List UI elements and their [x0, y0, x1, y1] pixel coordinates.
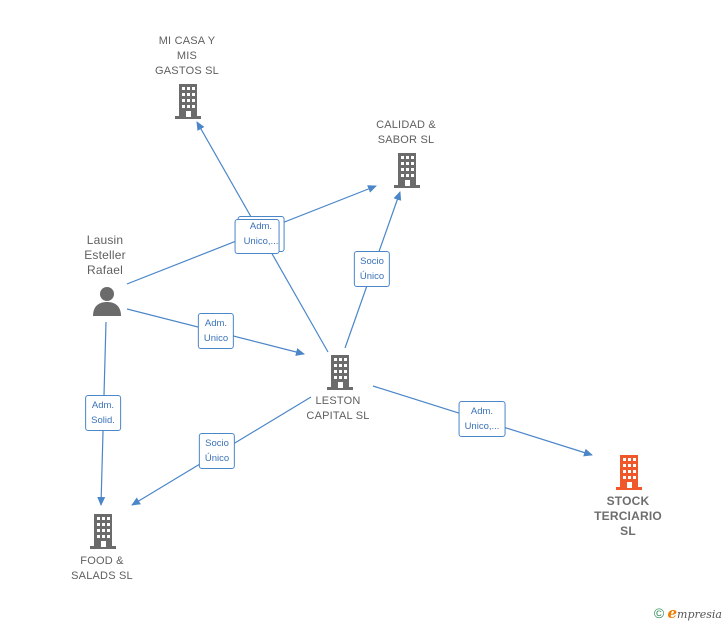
- building-icon[interactable]: [173, 84, 203, 120]
- edge-label-socio-unico-food[interactable]: Socio Único: [198, 433, 236, 469]
- edge-label-adm-unico-leston[interactable]: Adm. Unico: [197, 313, 235, 349]
- copyright-mark[interactable]: © empresia: [654, 604, 722, 622]
- copyright-symbol: ©: [653, 605, 665, 621]
- building-icon[interactable]: [392, 153, 422, 189]
- person-icon[interactable]: [92, 285, 122, 317]
- company-label-food: FOOD & SALADS SL: [71, 555, 133, 582]
- building-icon[interactable]: [88, 514, 118, 550]
- company-label-stock: STOCK TERCIARIO SL: [594, 494, 662, 538]
- building-icon-highlight[interactable]: [614, 455, 644, 491]
- company-label-leston: LESTON CAPITAL SL: [306, 395, 370, 422]
- building-icon[interactable]: [325, 355, 355, 391]
- company-label-micasa: MI CASA Y MIS GASTOS SL: [155, 35, 219, 77]
- person-label-lausin: Lausin Esteller Rafael: [84, 233, 126, 277]
- edge-label-adm-solid[interactable]: Adm. Solid.: [85, 395, 121, 431]
- brand-logo: empresia: [667, 604, 722, 622]
- company-label-calidad: CALIDAD & SABOR SL: [376, 119, 436, 146]
- edge-label-adm-unico-top[interactable]: Adm. Unico,...: [234, 216, 285, 254]
- edge-label-socio-unico-calidad[interactable]: Socio Único: [353, 251, 391, 287]
- edge-label-adm-unico-stock[interactable]: Adm. Unico,...: [458, 401, 506, 437]
